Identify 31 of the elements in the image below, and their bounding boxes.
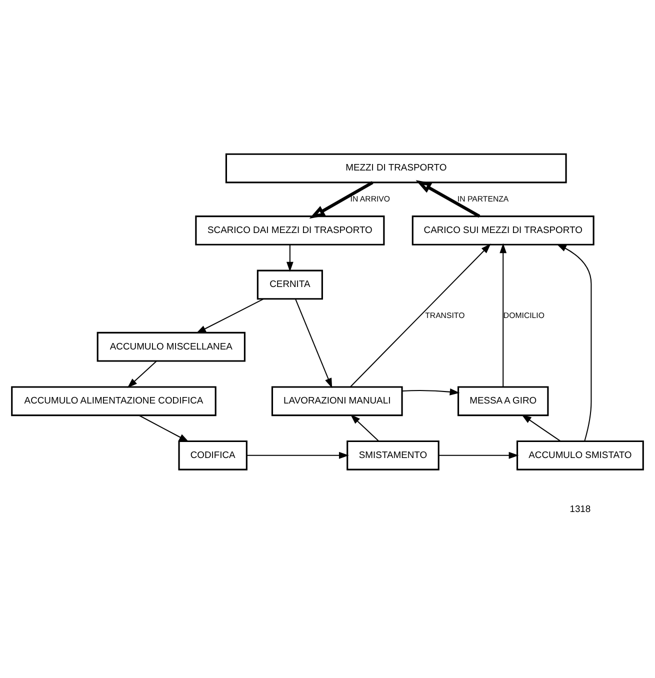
node-box: ACCUMULO ALIMENTAZIONE CODIFICA (11, 386, 216, 416)
node-box: CERNITA (256, 270, 323, 300)
node-box: SCARICO DAI MEZZI DI TRASPORTO (195, 216, 385, 246)
node-box: CODIFICA (178, 440, 248, 470)
arrow (196, 298, 264, 334)
arrow (286, 244, 294, 272)
node-box: MESSA A GIRO (457, 386, 549, 416)
arrow (416, 180, 480, 218)
node-box: CARICO SUI MEZZI DI TRASPORTO (412, 216, 594, 246)
edge-label: IN ARRIVO (350, 194, 390, 204)
node-box: ACCUMULO MISCELLANEA (96, 332, 246, 362)
arrow (521, 414, 561, 442)
node-box: ACCUMULO SMISTATO (516, 440, 644, 470)
arrow (500, 243, 507, 387)
node-box: MEZZI DI TRASPORTO (225, 153, 567, 184)
arrow (127, 360, 157, 388)
arrow (138, 414, 189, 442)
edge-label: DOMICILIO (503, 310, 544, 320)
arrow (350, 244, 491, 388)
arrow (438, 452, 519, 459)
arrow (402, 388, 460, 396)
edge-label: TRANSITO (425, 310, 465, 320)
edge-label: IN PARTENZA (457, 194, 509, 204)
arrow (309, 181, 374, 219)
arrow (556, 244, 592, 442)
label: 1318 (570, 503, 591, 514)
arrow (350, 414, 379, 442)
node-box: SMISTAMENTO (346, 440, 440, 470)
arrow (246, 452, 349, 459)
arrow (294, 298, 332, 388)
node-box: LAVORAZIONI MANUALI (271, 386, 403, 416)
